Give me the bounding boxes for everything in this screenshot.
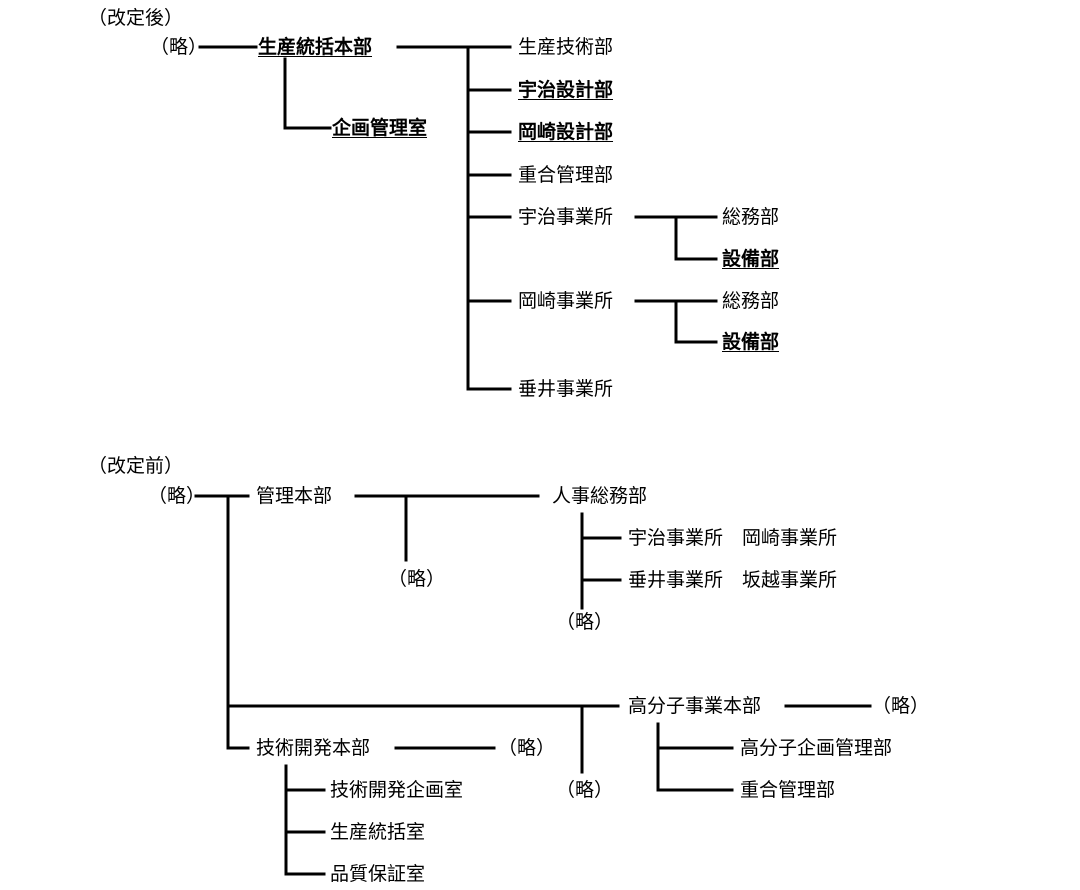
node-sites-row2: 垂井事業所 坂越事業所	[628, 569, 838, 591]
node-okazaki-facilities: 設備部	[722, 331, 780, 353]
node-polymer-hq: 高分子事業本部	[628, 695, 762, 717]
node-production-tech: 生産技術部	[518, 36, 614, 58]
node-rd-hq: 技術開発本部	[256, 737, 371, 759]
mgmt-omit: （略）	[388, 568, 446, 590]
node-uji-design: 宇治設計部	[518, 79, 614, 101]
after-heading: （改定後）	[88, 7, 184, 29]
node-mgmt-hq: 管理本部	[256, 485, 333, 507]
node-sites-row1: 宇治事業所 岡崎事業所	[628, 527, 838, 549]
rd-omit: （略）	[498, 737, 556, 759]
node-uji-works: 宇治事業所	[518, 206, 614, 228]
node-uji-facilities: 設備部	[722, 248, 780, 270]
node-polymerization-mgmt-before: 重合管理部	[740, 779, 836, 801]
node-uji-general-affairs: 総務部	[722, 206, 780, 228]
node-hr-ga: 人事総務部	[552, 485, 648, 507]
node-tarui-works: 垂井事業所	[518, 378, 614, 400]
before-heading: （改定前）	[88, 455, 184, 477]
polymer-omit-below: （略）	[556, 779, 614, 801]
node-planning-office: 企画管理室	[332, 117, 428, 139]
node-okazaki-works: 岡崎事業所	[518, 290, 614, 312]
node-okazaki-general-affairs: 総務部	[722, 290, 780, 312]
node-rd-planning: 技術開発企画室	[330, 779, 464, 801]
before-omit-left: （略）	[148, 485, 206, 507]
node-okazaki-design: 岡崎設計部	[518, 121, 614, 143]
node-polymerization-mgmt: 重合管理部	[518, 164, 614, 186]
node-production-office: 生産統括室	[330, 821, 426, 843]
node-production-hq: 生産統括本部	[258, 36, 373, 58]
hr-omit: （略）	[556, 611, 614, 633]
node-polymer-planning: 高分子企画管理部	[740, 737, 893, 759]
after-omit-left: （略）	[150, 36, 208, 58]
polymer-omit-right: （略）	[872, 695, 930, 717]
node-qa-office: 品質保証室	[330, 863, 426, 885]
